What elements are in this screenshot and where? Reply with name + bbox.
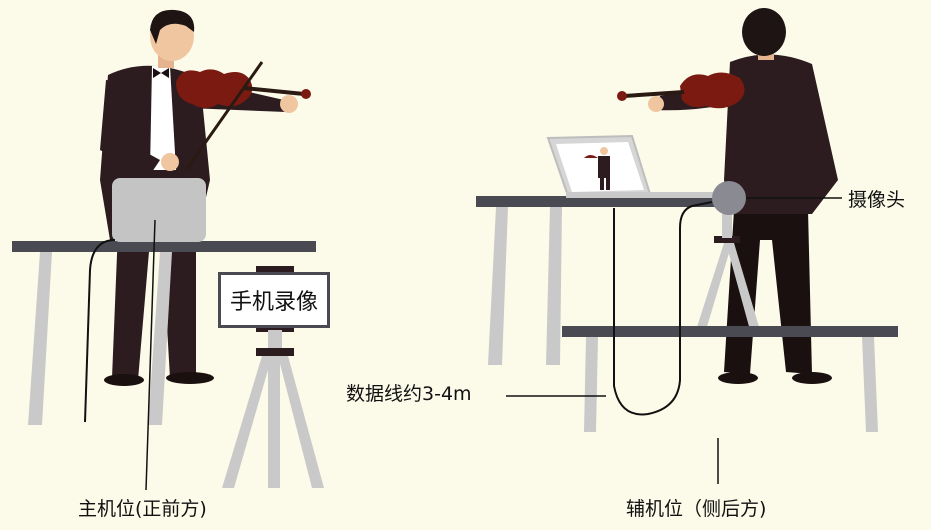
front-table <box>12 241 316 425</box>
data-cable <box>613 201 713 416</box>
violin-back <box>617 72 745 109</box>
aux-laptop <box>546 134 716 198</box>
main-position-pointer <box>145 219 156 491</box>
main-position-label: 主机位(正前方) <box>78 498 207 520</box>
phone-recording-box: 手机录像 <box>218 272 330 328</box>
phone-tripod <box>222 266 324 488</box>
camera-label: 摄像头 <box>848 189 906 211</box>
front-laptop <box>112 178 206 242</box>
cable-label: 数据线约3-4m <box>346 383 472 405</box>
phone-recording-label: 手机录像 <box>229 290 318 315</box>
camera-icon <box>712 181 746 215</box>
front-cable <box>84 239 116 423</box>
violin-front <box>176 61 311 171</box>
aux-lower-table <box>562 326 898 432</box>
aux-position-label: 辅机位（侧后方) <box>626 498 767 520</box>
aux-upper-table <box>476 196 776 365</box>
aux-camera-tripod <box>696 214 760 330</box>
